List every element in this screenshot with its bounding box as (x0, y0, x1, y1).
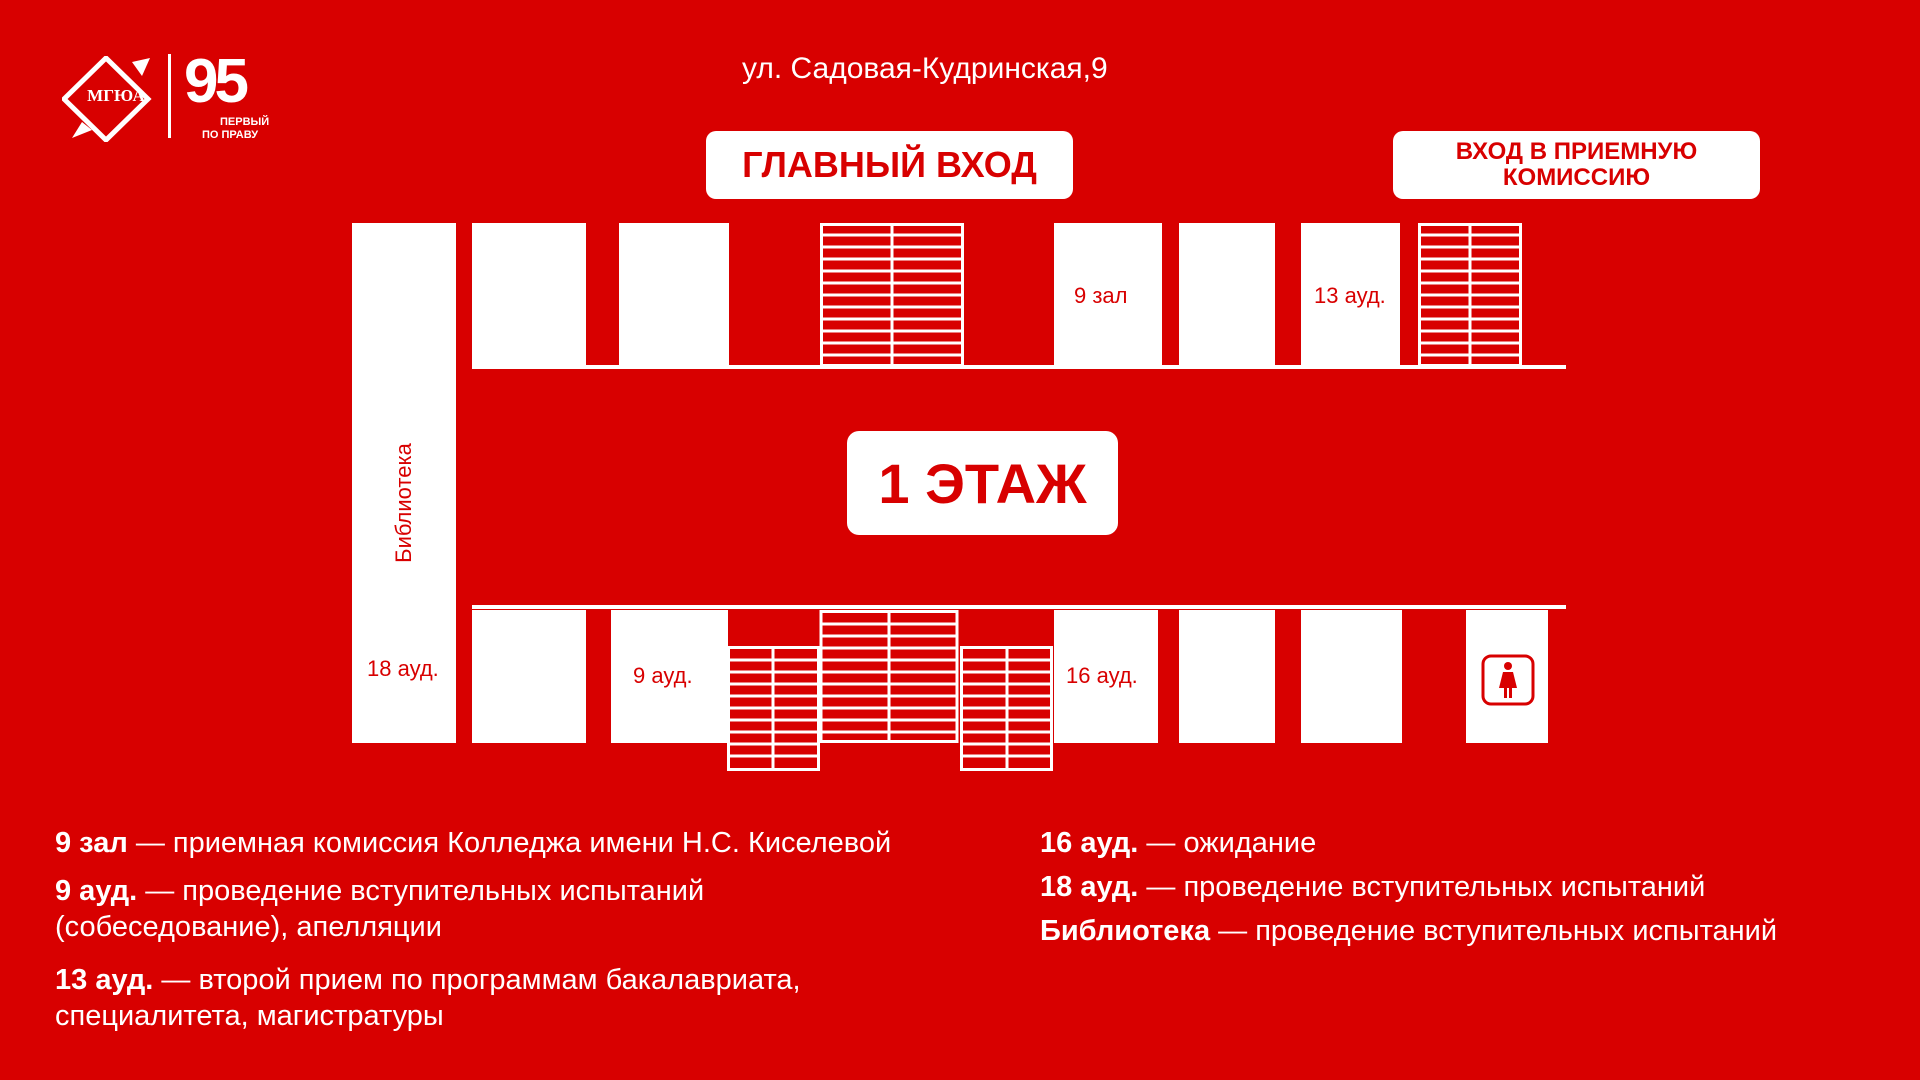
legend-key: Библиотека (1040, 915, 1211, 947)
room-bottom-1 (472, 610, 586, 743)
room-top-4 (1179, 223, 1275, 367)
room-library (352, 223, 456, 743)
room-9 (611, 610, 728, 743)
corridor-top-wall (472, 365, 1566, 369)
stairs-top-center (820, 223, 964, 367)
legend-text: — проведение вступительных испытаний (1210, 915, 1778, 947)
room-13 (1301, 223, 1400, 367)
legend-item-room-9: 9 ауд. — проведение вступительных испыта… (55, 873, 704, 909)
main-entrance-label: ГЛАВНЫЙ ВХОД (706, 131, 1073, 199)
legend-key: 13 ауд. (55, 964, 154, 996)
legend-item-library: Библиотека — проведение вступительных ис… (1040, 913, 1777, 949)
legend-key: 18 ауд. (1040, 871, 1139, 903)
floor-label: 1 ЭТАЖ (847, 431, 1118, 535)
room-bottom-5 (1301, 610, 1402, 743)
room-13-label: 13 ауд. (1314, 283, 1386, 308)
logo-tagline-2: ПО ПРАВУ (202, 129, 259, 141)
legend-item-hall-9: 9 зал — приемная комиссия Колледжа имени… (55, 825, 891, 861)
stairs-top-right (1418, 223, 1522, 367)
room-top-1 (472, 223, 586, 367)
legend-text: — второй прием по программам бакалавриат… (153, 964, 801, 996)
room-hall-9 (1054, 223, 1162, 367)
room-16 (1054, 610, 1158, 743)
legend-text: — ожидание (1138, 827, 1317, 859)
mgua-emblem-icon (62, 56, 152, 142)
legend-text: — приемная комиссия Колледжа имени Н.С. … (127, 827, 892, 859)
room-9-label: 9 ауд. (633, 663, 693, 688)
room-top-2 (619, 223, 729, 367)
room-16-label: 16 ауд. (1066, 663, 1138, 688)
floor-label-text: 1 ЭТАЖ (878, 451, 1087, 515)
legend-key: 16 ауд. (1040, 827, 1139, 859)
stairs-bottom-center (727, 610, 1053, 771)
legend-text: — проведение вступительных испытаний (137, 875, 705, 907)
library-label: Библиотека (391, 443, 416, 563)
female-restroom-icon (1481, 654, 1535, 706)
admissions-entrance-line2: КОМИССИЮ (1502, 164, 1651, 191)
legend-key: 9 ауд. (55, 875, 138, 907)
room-bottom-4 (1179, 610, 1275, 743)
logo: МГЮА 95 ПЕРВЫЙ ПО ПРАВУ (62, 47, 272, 142)
legend-item-room-18: 18 ауд. — проведение вступительных испыт… (1040, 869, 1705, 905)
legend-item-room-13: 13 ауд. — второй прием по программам бак… (55, 962, 801, 998)
legend-text: — проведение вступительных испытаний (1138, 871, 1706, 903)
logo-divider (168, 54, 171, 138)
legend-item-room-13-cont: специалитета, магистратуры (55, 1000, 444, 1032)
logo-tagline-1: ПЕРВЫЙ (220, 116, 270, 128)
corridor-bottom-wall (472, 605, 1566, 609)
main-entrance-text: ГЛАВНЫЙ ВХОД (742, 144, 1037, 185)
logo-abbr: МГЮА (87, 86, 145, 105)
admissions-entrance-line1: ВХОД В ПРИЕМНУЮ (1455, 138, 1698, 165)
legend-item-room-9-cont: (собеседование), апелляции (55, 911, 442, 943)
legend-key: 9 зал (55, 827, 128, 859)
admissions-entrance-label: ВХОД В ПРИЕМНУЮ КОМИССИЮ (1393, 131, 1760, 199)
hall-9-label: 9 зал (1074, 283, 1128, 308)
legend-item-room-16: 16 ауд. — ожидание (1040, 825, 1316, 861)
logo-anniversary: 95 (184, 47, 249, 116)
room-18-label: 18 ауд. (367, 656, 439, 681)
address: ул. Садовая-Кудринская,9 (742, 52, 1108, 85)
